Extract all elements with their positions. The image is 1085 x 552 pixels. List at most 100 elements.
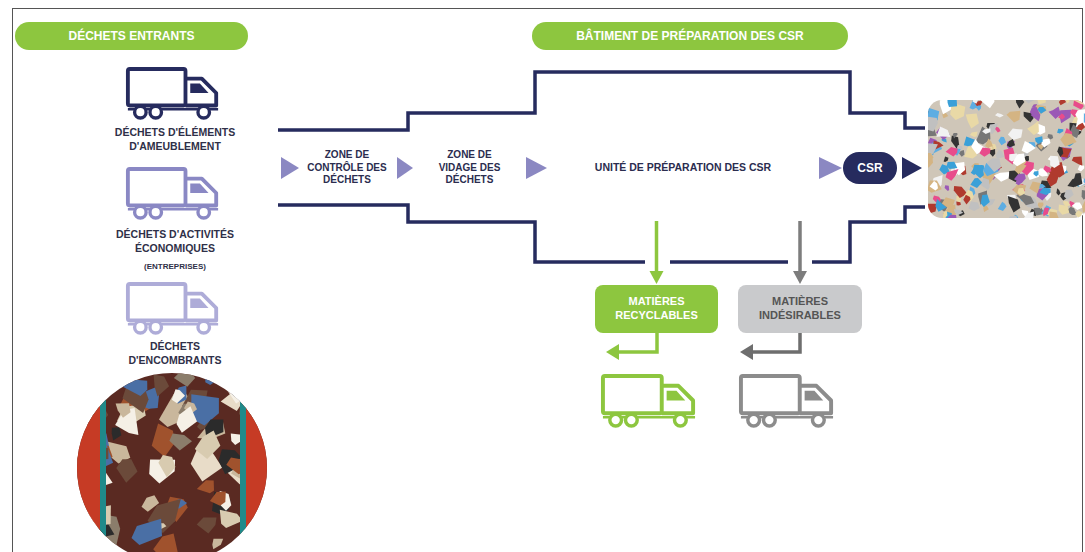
texture-piece (953, 133, 958, 139)
truck-icon (603, 376, 695, 426)
texture-piece (945, 185, 950, 191)
photo-ground (70, 368, 280, 552)
process-zone: ZONE DE VIDAGE DES DÉCHETS (414, 135, 525, 201)
texture-piece (197, 480, 214, 493)
texture-piece (172, 389, 185, 403)
texture-piece (946, 169, 959, 181)
texture-piece (91, 542, 106, 552)
node-text: MATIÈRES INDÉSIRABLES (744, 295, 856, 323)
texture-piece (966, 114, 979, 129)
exit-arrowhead (606, 344, 619, 360)
texture-piece (947, 100, 957, 107)
texture-piece (969, 202, 980, 212)
flow-arrowhead (902, 157, 922, 179)
flow-connector (397, 157, 413, 179)
texture-piece (1057, 129, 1063, 134)
texture-piece (223, 372, 251, 404)
texture-piece (1007, 139, 1015, 147)
texture-piece (954, 209, 963, 215)
texture-piece (1066, 100, 1070, 104)
texture-piece (928, 180, 942, 192)
truck-icon (128, 69, 218, 118)
texture-piece (1060, 133, 1076, 147)
flow-arrowhead (281, 157, 299, 179)
texture-piece (205, 374, 216, 385)
texture-piece (1075, 211, 1083, 218)
texture-piece (1056, 188, 1060, 195)
texture-piece (1084, 179, 1085, 184)
flow-line (655, 221, 659, 272)
flow-connector (526, 157, 547, 179)
texture-piece (1017, 188, 1025, 196)
texture-piece (947, 215, 957, 218)
texture-piece (1078, 165, 1085, 172)
texture-piece (1042, 139, 1051, 148)
outer-frame (13, 9, 1083, 552)
texture-piece (970, 131, 978, 137)
texture-piece (177, 406, 198, 433)
texture-piece (174, 370, 195, 387)
texture-piece (1020, 195, 1035, 206)
texture-piece (1037, 202, 1043, 209)
source-label: (ENTREPRISES) (115, 262, 235, 272)
texture-piece (196, 446, 207, 455)
texture-piece (1084, 113, 1085, 123)
building-wall (278, 205, 925, 262)
texture-piece (946, 147, 958, 157)
texture-piece (998, 202, 1007, 211)
texture-piece (116, 459, 137, 483)
texture-piece (1032, 104, 1037, 108)
source-label: DÉCHETS D'ENCOMBRANTS (118, 340, 233, 367)
texture-piece (1059, 100, 1066, 105)
section-header: DÉCHETS ENTRANTS (15, 22, 248, 50)
texture-piece (1084, 177, 1085, 189)
texture-piece (981, 100, 995, 108)
texture-piece (1073, 100, 1085, 105)
texture-piece (1007, 111, 1021, 123)
texture-piece (220, 510, 243, 528)
texture-piece (1022, 141, 1036, 153)
texture-piece (1049, 106, 1061, 119)
source-label: DÉCHETS D'ÉLÉMENTS D'AMEUBLEMENT (95, 126, 255, 153)
texture-piece (1027, 121, 1039, 135)
texture-piece (132, 519, 163, 545)
texture-piece (1074, 173, 1083, 187)
texture-piece (197, 517, 217, 533)
process-zone: ZONE DE CONTRÔLE DES DÉCHETS (298, 140, 396, 196)
texture-piece (986, 158, 1001, 172)
texture-piece (995, 127, 1001, 133)
texture-piece (1015, 100, 1024, 108)
texture-piece (982, 128, 990, 134)
texture-piece (928, 213, 931, 219)
node-text: ZONE DE VIDAGE DES DÉCHETS (428, 149, 512, 187)
texture-piece (122, 380, 147, 396)
texture-piece (1049, 211, 1060, 218)
truck-icon (128, 284, 218, 333)
texture-piece (212, 539, 223, 550)
texture-piece (1033, 171, 1038, 177)
csr-flakes (928, 100, 1085, 218)
texture-piece (944, 157, 949, 163)
texture-piece (1037, 107, 1046, 114)
flow-arrowhead (793, 271, 807, 284)
bin-rim (100, 368, 106, 552)
texture-piece (1082, 200, 1085, 212)
texture-piece (116, 403, 131, 418)
texture-piece (975, 106, 981, 111)
texture-piece (995, 113, 1004, 118)
texture-piece (1048, 134, 1054, 139)
texture-piece (981, 195, 990, 207)
texture-piece (972, 165, 984, 179)
flow-arrowhead (397, 157, 413, 179)
texture-piece (1022, 212, 1034, 218)
texture-piece (959, 150, 965, 157)
exit-arrowhead (740, 344, 753, 360)
texture-piece (930, 181, 938, 191)
texture-piece (1076, 123, 1085, 131)
node-text: MATIÈRES RECYCLABLES (602, 295, 712, 323)
truck-icon (128, 169, 218, 218)
texture-piece (158, 455, 175, 477)
node-text: BÂTIMENT DE PRÉPARATION DES CSR (576, 29, 804, 44)
